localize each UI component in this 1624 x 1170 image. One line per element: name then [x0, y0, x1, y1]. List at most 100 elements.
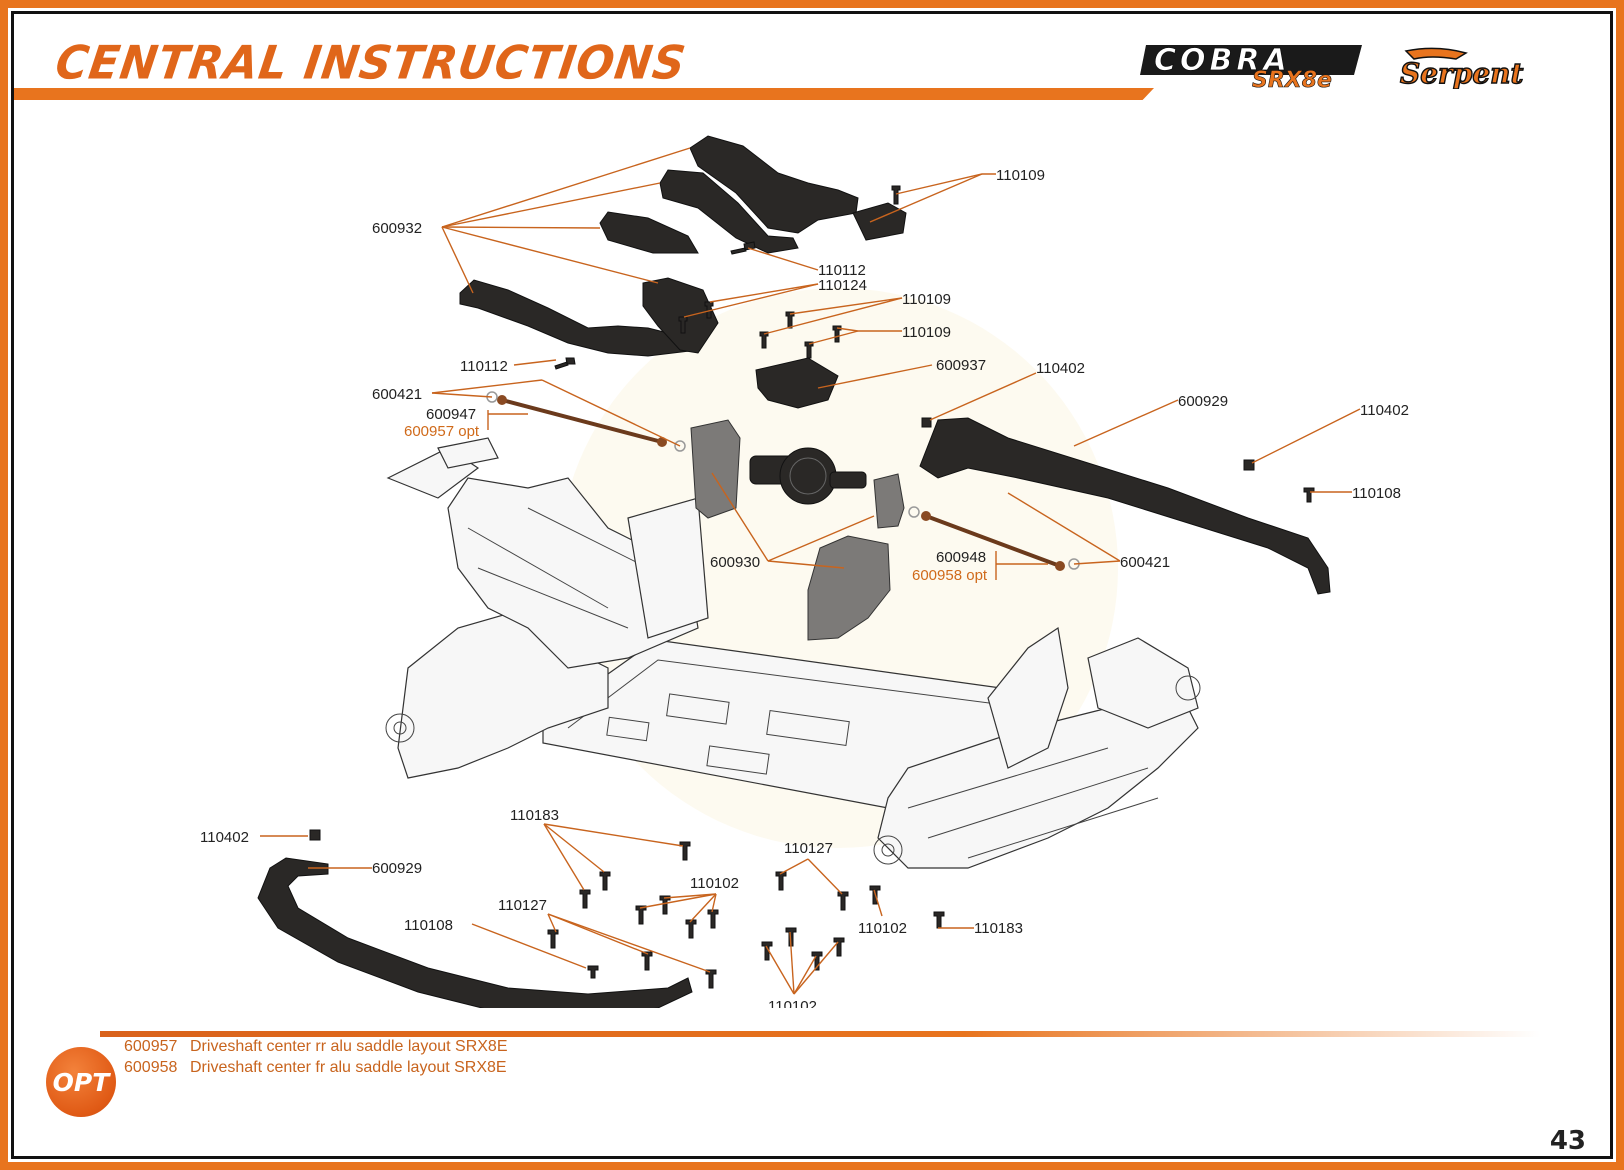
- saddle-block: [642, 277, 719, 354]
- label-600932: 600932: [372, 220, 422, 237]
- screw-icon: [641, 951, 653, 971]
- side-guard-rail: [257, 857, 693, 1008]
- side-guard-600929-left: [257, 829, 693, 1008]
- chassis-assembly: [385, 437, 1201, 869]
- front-gearbox: [877, 687, 1199, 869]
- serpent-logo-text: Serpent: [1400, 57, 1524, 89]
- front-hub-nut: [881, 843, 895, 857]
- screw-icon: [704, 301, 714, 319]
- rear-hub: [385, 713, 415, 743]
- diff-output: [829, 471, 867, 489]
- rear-hub-nut: [393, 721, 407, 735]
- saddle-rail-top: [689, 135, 859, 234]
- label-110102: 110102: [768, 998, 817, 1008]
- diff-mount-rear-600930: [690, 419, 741, 519]
- label-110108: 110108: [404, 917, 453, 934]
- center-diff-assembly: [690, 357, 905, 641]
- nut-icon: [1243, 459, 1255, 471]
- cobra-logo-text: COBRA: [1154, 43, 1291, 78]
- part-labels: 110109 600932 110112 110124 110109 11010…: [200, 167, 1409, 1008]
- screw-icon: [761, 941, 773, 961]
- screw-icon: [832, 325, 842, 343]
- label-600929: 600929: [1178, 393, 1228, 410]
- saddle-bracket: [599, 211, 699, 254]
- screw-icon: [678, 316, 688, 334]
- washer-600421: [908, 506, 920, 518]
- screw-icon: [705, 969, 717, 989]
- screw-icon: [811, 951, 823, 971]
- screw-icon: [730, 241, 756, 255]
- screw-icon: [679, 841, 691, 861]
- footer-rule: [100, 1031, 1540, 1037]
- screws: [554, 185, 901, 370]
- screw-icon: [707, 909, 719, 929]
- label-600421: 600421: [372, 386, 422, 403]
- screw-icon: [547, 929, 559, 949]
- page-frame: [11, 11, 1613, 1159]
- screw-icon: [891, 185, 901, 205]
- driveshaft-end: [921, 511, 931, 521]
- diff-cover-600937: [755, 357, 839, 409]
- side-guard-rail: [919, 417, 1331, 595]
- label-600937: 600937: [936, 357, 986, 374]
- label-110183: 110183: [510, 807, 559, 824]
- driveshaft-end: [657, 437, 667, 447]
- label-110109: 110109: [902, 291, 951, 308]
- label-110127: 110127: [498, 897, 547, 914]
- screw-icon: [933, 911, 945, 929]
- spur-gear: [779, 447, 837, 505]
- plate-slot: [766, 709, 850, 747]
- screw-icon: [587, 965, 599, 979]
- front-upper-arms: [1087, 637, 1199, 729]
- plate-slot: [706, 745, 770, 775]
- label-110112: 110112: [460, 358, 508, 375]
- screw-icon: [599, 871, 611, 891]
- saddle-rail-mid: [659, 169, 799, 254]
- opt-badge: OPT: [46, 1047, 116, 1117]
- driveshafts: [486, 391, 1080, 571]
- label-110402: 110402: [1036, 360, 1085, 377]
- front-hub: [873, 835, 903, 865]
- screw-icon: [659, 895, 671, 915]
- option-code: 600957: [124, 1038, 178, 1055]
- cobra-srx8e-logo: COBRA SRX8e: [1140, 43, 1362, 91]
- serpent-logo: Serpent: [1399, 47, 1524, 89]
- option-code: 600958: [124, 1059, 178, 1076]
- rear-tower-top: [437, 437, 499, 469]
- label-110402: 110402: [200, 829, 249, 846]
- option-description: Driveshaft center fr alu saddle layout S…: [190, 1059, 507, 1076]
- label-600957-opt: 600957 opt: [404, 423, 480, 440]
- driveshaft-end: [497, 395, 507, 405]
- driveshaft-rear-600947: [501, 398, 663, 444]
- screw-icon: [833, 937, 845, 957]
- label-110102: 110102: [858, 920, 907, 937]
- label-110109: 110109: [996, 167, 1045, 184]
- label-110102: 110102: [690, 875, 739, 892]
- driveshaft-end: [1055, 561, 1065, 571]
- nut-icon: [921, 417, 932, 428]
- exploded-view-diagram: 110109 600932 110112 110124 110109 11010…: [200, 135, 1409, 1008]
- screw-icon: [1303, 487, 1315, 503]
- callout-lines: [260, 147, 1361, 995]
- page-number: 43: [1549, 1126, 1586, 1156]
- screw-icon: [775, 871, 787, 891]
- label-600929: 600929: [372, 860, 422, 877]
- label-110183: 110183: [974, 920, 1023, 937]
- label-110124: 110124: [818, 277, 867, 294]
- saddle-small-mount: [852, 202, 907, 241]
- rear-arms: [467, 507, 649, 629]
- plate-slot: [606, 716, 650, 742]
- label-110127: 110127: [784, 840, 833, 857]
- header-rule: [14, 88, 1154, 100]
- label-600421: 600421: [1120, 554, 1170, 571]
- label-600958-opt: 600958 opt: [912, 567, 988, 584]
- screw-icon: [635, 905, 647, 925]
- label-110112: 110112: [818, 262, 866, 279]
- nut-icon: [309, 829, 321, 841]
- srx8e-logo-text: SRX8e: [1252, 68, 1332, 91]
- front-arms: [907, 747, 1159, 859]
- label-600948: 600948: [936, 549, 986, 566]
- screw-icon: [579, 889, 591, 909]
